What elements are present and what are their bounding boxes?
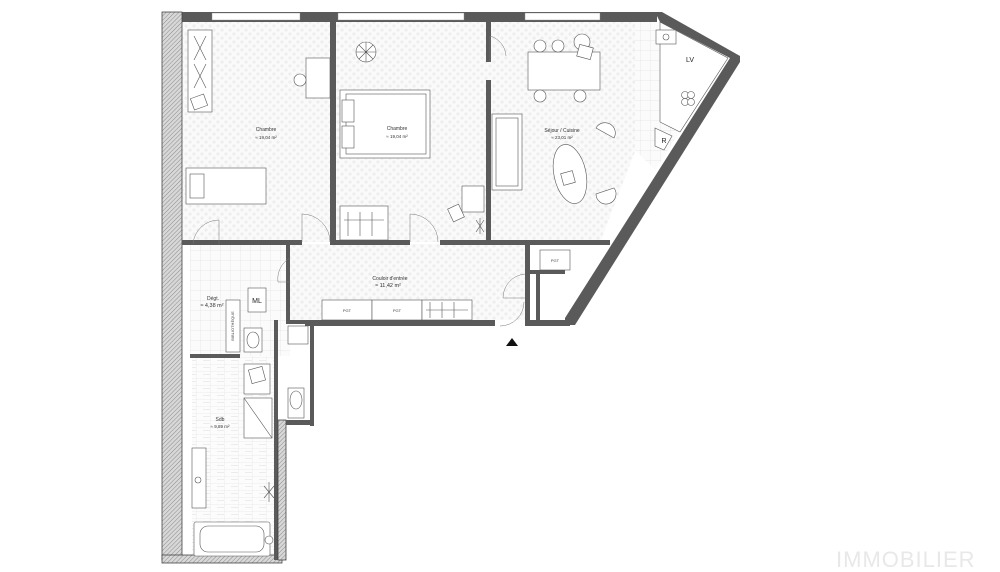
label-couloir: Couloir d'entrée (372, 276, 407, 282)
area-chambre-1: ≈ 19,04 m² (255, 135, 277, 140)
tag-pgt-1: PGT (343, 308, 352, 313)
label-degt: Dégt. (207, 296, 219, 302)
walls (161, 11, 740, 564)
sdb-fixtures (191, 363, 275, 557)
label-chambre-1: Chambre (256, 127, 277, 133)
tag-bibliotheque: BIBLIOTHÈQUE (230, 311, 235, 341)
furniture-chambre-2 (339, 41, 431, 241)
couloir-storage: PGT PGT PGT (321, 249, 571, 321)
area-chambre-2: ≈ 19,04 m² (386, 134, 408, 139)
area-sejour: ≈ 23,01 m² (551, 135, 573, 140)
label-sejour: Séjour / Cuisine (544, 128, 580, 134)
tag-pgt-2: PGT (393, 308, 402, 313)
watermark: IMMOBILIER (836, 547, 976, 572)
furniture-sejour (447, 33, 617, 234)
furniture-chambre-1 (185, 29, 331, 205)
tag-pgt-kitchen: PGT (551, 258, 560, 263)
tag-lv: LV (686, 57, 694, 64)
entrance-arrow-icon (506, 338, 518, 346)
tag-ml: ML (252, 298, 262, 305)
label-chambre-2: Chambre (387, 126, 408, 132)
room-labels: Chambre ≈ 19,04 m² Chambre ≈ 19,04 m² Sé… (200, 126, 579, 429)
tag-r: R (661, 138, 666, 145)
degt-fixtures: ML BIBLIOTHÈQUE (225, 287, 267, 353)
label-sdb: Sdb (216, 417, 225, 423)
area-degt: ≈ 4,38 m² (200, 303, 223, 309)
kitchen: LV R (654, 21, 729, 151)
doors (192, 35, 526, 327)
wc (287, 325, 309, 419)
area-sdb: ≈ 9,89 m² (211, 424, 230, 429)
area-couloir: ≈ 11,42 m² (375, 283, 401, 289)
